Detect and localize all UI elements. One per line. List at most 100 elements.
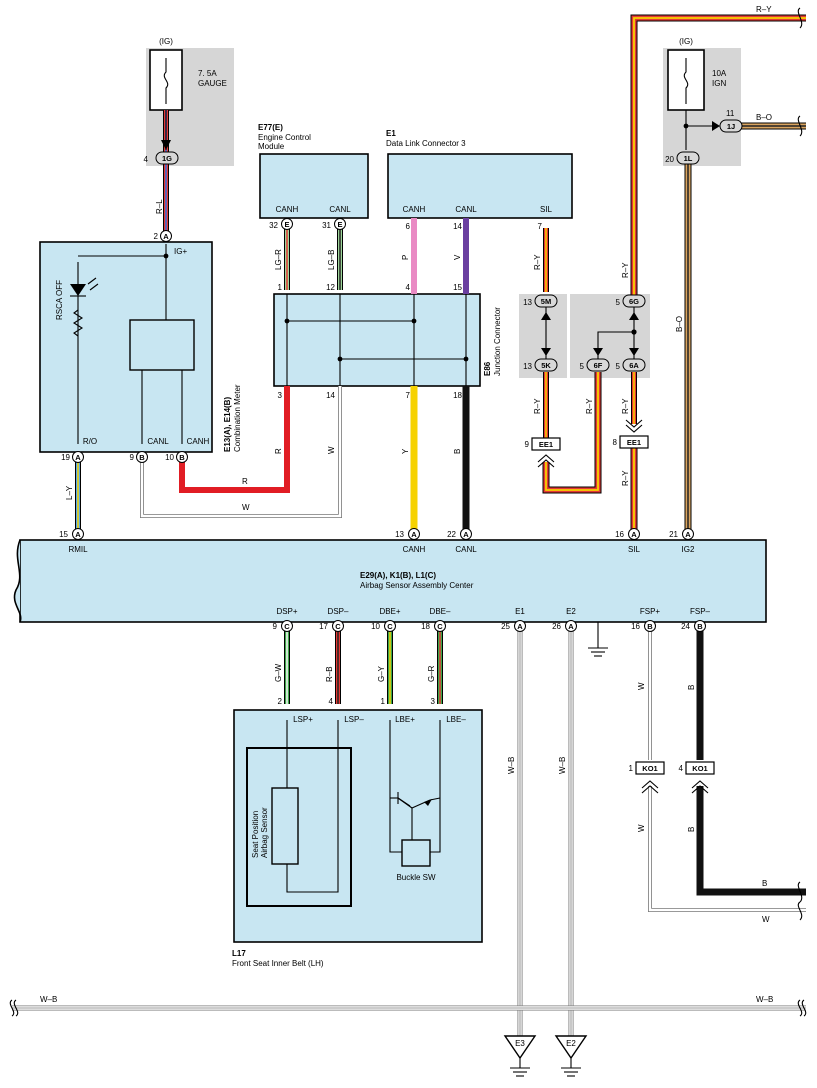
wire-break-icons <box>9 7 807 1017</box>
belt-pin: 2 <box>278 697 283 706</box>
airbag-top-label: RMIL <box>68 545 88 554</box>
wire-w: W <box>637 682 646 690</box>
conn-letter: A <box>631 530 637 539</box>
wire-layer <box>12 14 806 1036</box>
conn-letter: A <box>517 622 523 631</box>
pin-6g: 5 <box>616 298 621 307</box>
belt-pin: 4 <box>329 697 334 706</box>
airbag-top-pin: 16 <box>615 530 624 539</box>
jc-pin-bottom: 18 <box>453 391 462 400</box>
wire-r: R <box>242 477 248 486</box>
meter-pin-ig: 2 <box>154 232 159 241</box>
conn-letter: A <box>568 622 574 631</box>
airbag-bottom-pin: 26 <box>552 622 561 631</box>
ecm-box <box>259 153 369 219</box>
wire-w: W <box>242 503 250 512</box>
conn-letter: A <box>75 530 81 539</box>
ecm-name1: Engine Control <box>258 133 311 142</box>
gauge-rating: 7. 5A <box>198 69 217 78</box>
ign-splice <box>683 110 720 150</box>
belt-internals <box>246 720 441 907</box>
airbag-bottom-pin: 24 <box>681 622 690 631</box>
ign-fuse-icon <box>667 49 705 111</box>
pin-5k: 13 <box>523 362 532 371</box>
wire-lgr: LG–R <box>274 249 283 270</box>
belt-lbep: LBE+ <box>395 715 415 724</box>
e3-ground-icon <box>503 1035 537 1077</box>
ee1-b-label: EE1 <box>627 438 641 447</box>
wire-b: B <box>453 449 462 454</box>
dlc-canh: CANH <box>403 205 426 214</box>
airbag-top-label: CANH <box>403 545 426 554</box>
wire-lgb: LG–B <box>327 250 336 270</box>
wire-ry: R–Y <box>756 5 772 14</box>
wire-ry: R–Y <box>533 398 542 414</box>
junction-connector-box <box>273 293 481 387</box>
airbag-top-pin: 21 <box>669 530 678 539</box>
meter-canh-label: CANH <box>187 437 210 446</box>
wire-b: B <box>762 879 767 888</box>
airbag-bottom-pin: 16 <box>631 622 640 631</box>
relay-links <box>541 306 639 360</box>
inline-connectors: EE1 EE1 KO1 KO1 <box>531 419 715 794</box>
gauge-name: GAUGE <box>198 79 227 88</box>
ko1-pin-w: 1 <box>629 764 634 773</box>
wire-color-labels: R–L LG–R LG–B P V R–Y R–Y R–Y R–Y R–Y R–… <box>40 5 773 1004</box>
wire-rl: R–L <box>155 199 164 214</box>
wire-rb: R–B <box>325 666 334 682</box>
ee1-a-label: EE1 <box>539 440 553 449</box>
meter-ig-label: IG+ <box>174 247 187 256</box>
belt-lbem: LBE– <box>446 715 466 724</box>
wire-b: B <box>687 827 696 832</box>
belt-labels: 2 4 1 3 LSP+ LSP– LBE+ LBE– Seat Positio… <box>232 697 466 968</box>
dlc-pin-l: 14 <box>453 222 462 231</box>
meter-name: Combination Meter <box>233 384 242 452</box>
ecm-pin-h: 32 <box>269 221 278 230</box>
junction-bus <box>284 294 469 386</box>
airbag-top-pins: 15 RMIL 13 CANH 22 CANL 16 SIL 21 IG2 <box>59 530 695 554</box>
wire-bo: B–O <box>675 316 684 332</box>
belt-lspm: LSP– <box>344 715 364 724</box>
conn-letter: E <box>284 220 289 229</box>
airbag-bottom-label: E2 <box>566 607 576 616</box>
wire-w: W <box>637 824 646 832</box>
conn-letter: C <box>437 622 443 631</box>
airbag-bottom-label: FSP– <box>690 607 711 616</box>
airbag-code: E29(A), K1(B), L1(C) <box>360 571 436 580</box>
wire-w: W <box>762 915 770 924</box>
conn-1j-label: 1J <box>727 122 735 131</box>
wire-gy: G–Y <box>377 665 386 682</box>
connector-markers <box>72 218 706 632</box>
meter-ro-label: R/O <box>83 437 97 446</box>
conn-1l-label: 1L <box>684 154 693 163</box>
conn-letter: C <box>284 622 290 631</box>
belt-name: Front Seat Inner Belt (LH) <box>232 959 324 968</box>
ko1-w-label: KO1 <box>642 764 657 773</box>
jc-code: E86 <box>483 361 492 376</box>
pin-5m: 13 <box>523 298 532 307</box>
airbag-bottom-pin: 10 <box>371 622 380 631</box>
conn-letter: A <box>163 232 169 241</box>
conn-letter: B <box>697 622 703 631</box>
front-seat-belt-box <box>233 709 483 943</box>
wire-ry: R–Y <box>621 262 630 278</box>
airbag-top-label: IG2 <box>682 545 695 554</box>
meter-internals <box>70 244 195 444</box>
conn-letter: B <box>647 622 653 631</box>
airbag-bottom-pin: 25 <box>501 622 510 631</box>
wire-ry: R–Y <box>533 254 542 270</box>
belt-pin: 3 <box>431 697 436 706</box>
rsca-off-label: RSCA OFF <box>55 280 64 320</box>
conn-letter: A <box>75 453 81 462</box>
jc-pin-top: 15 <box>453 283 462 292</box>
jc-name: Junction Connector <box>493 307 502 376</box>
belt-pin: 1 <box>381 697 386 706</box>
jc-pin-bottom: 7 <box>406 391 411 400</box>
wire-y: Y <box>401 448 410 454</box>
dlc-code: E1 <box>386 129 396 138</box>
airbag-bottom-label: DSP– <box>328 607 349 616</box>
conn-letter: A <box>463 530 469 539</box>
wire-v: V <box>453 254 462 260</box>
pin-ee1-a: 9 <box>525 440 530 449</box>
wire-b: B <box>687 685 696 690</box>
